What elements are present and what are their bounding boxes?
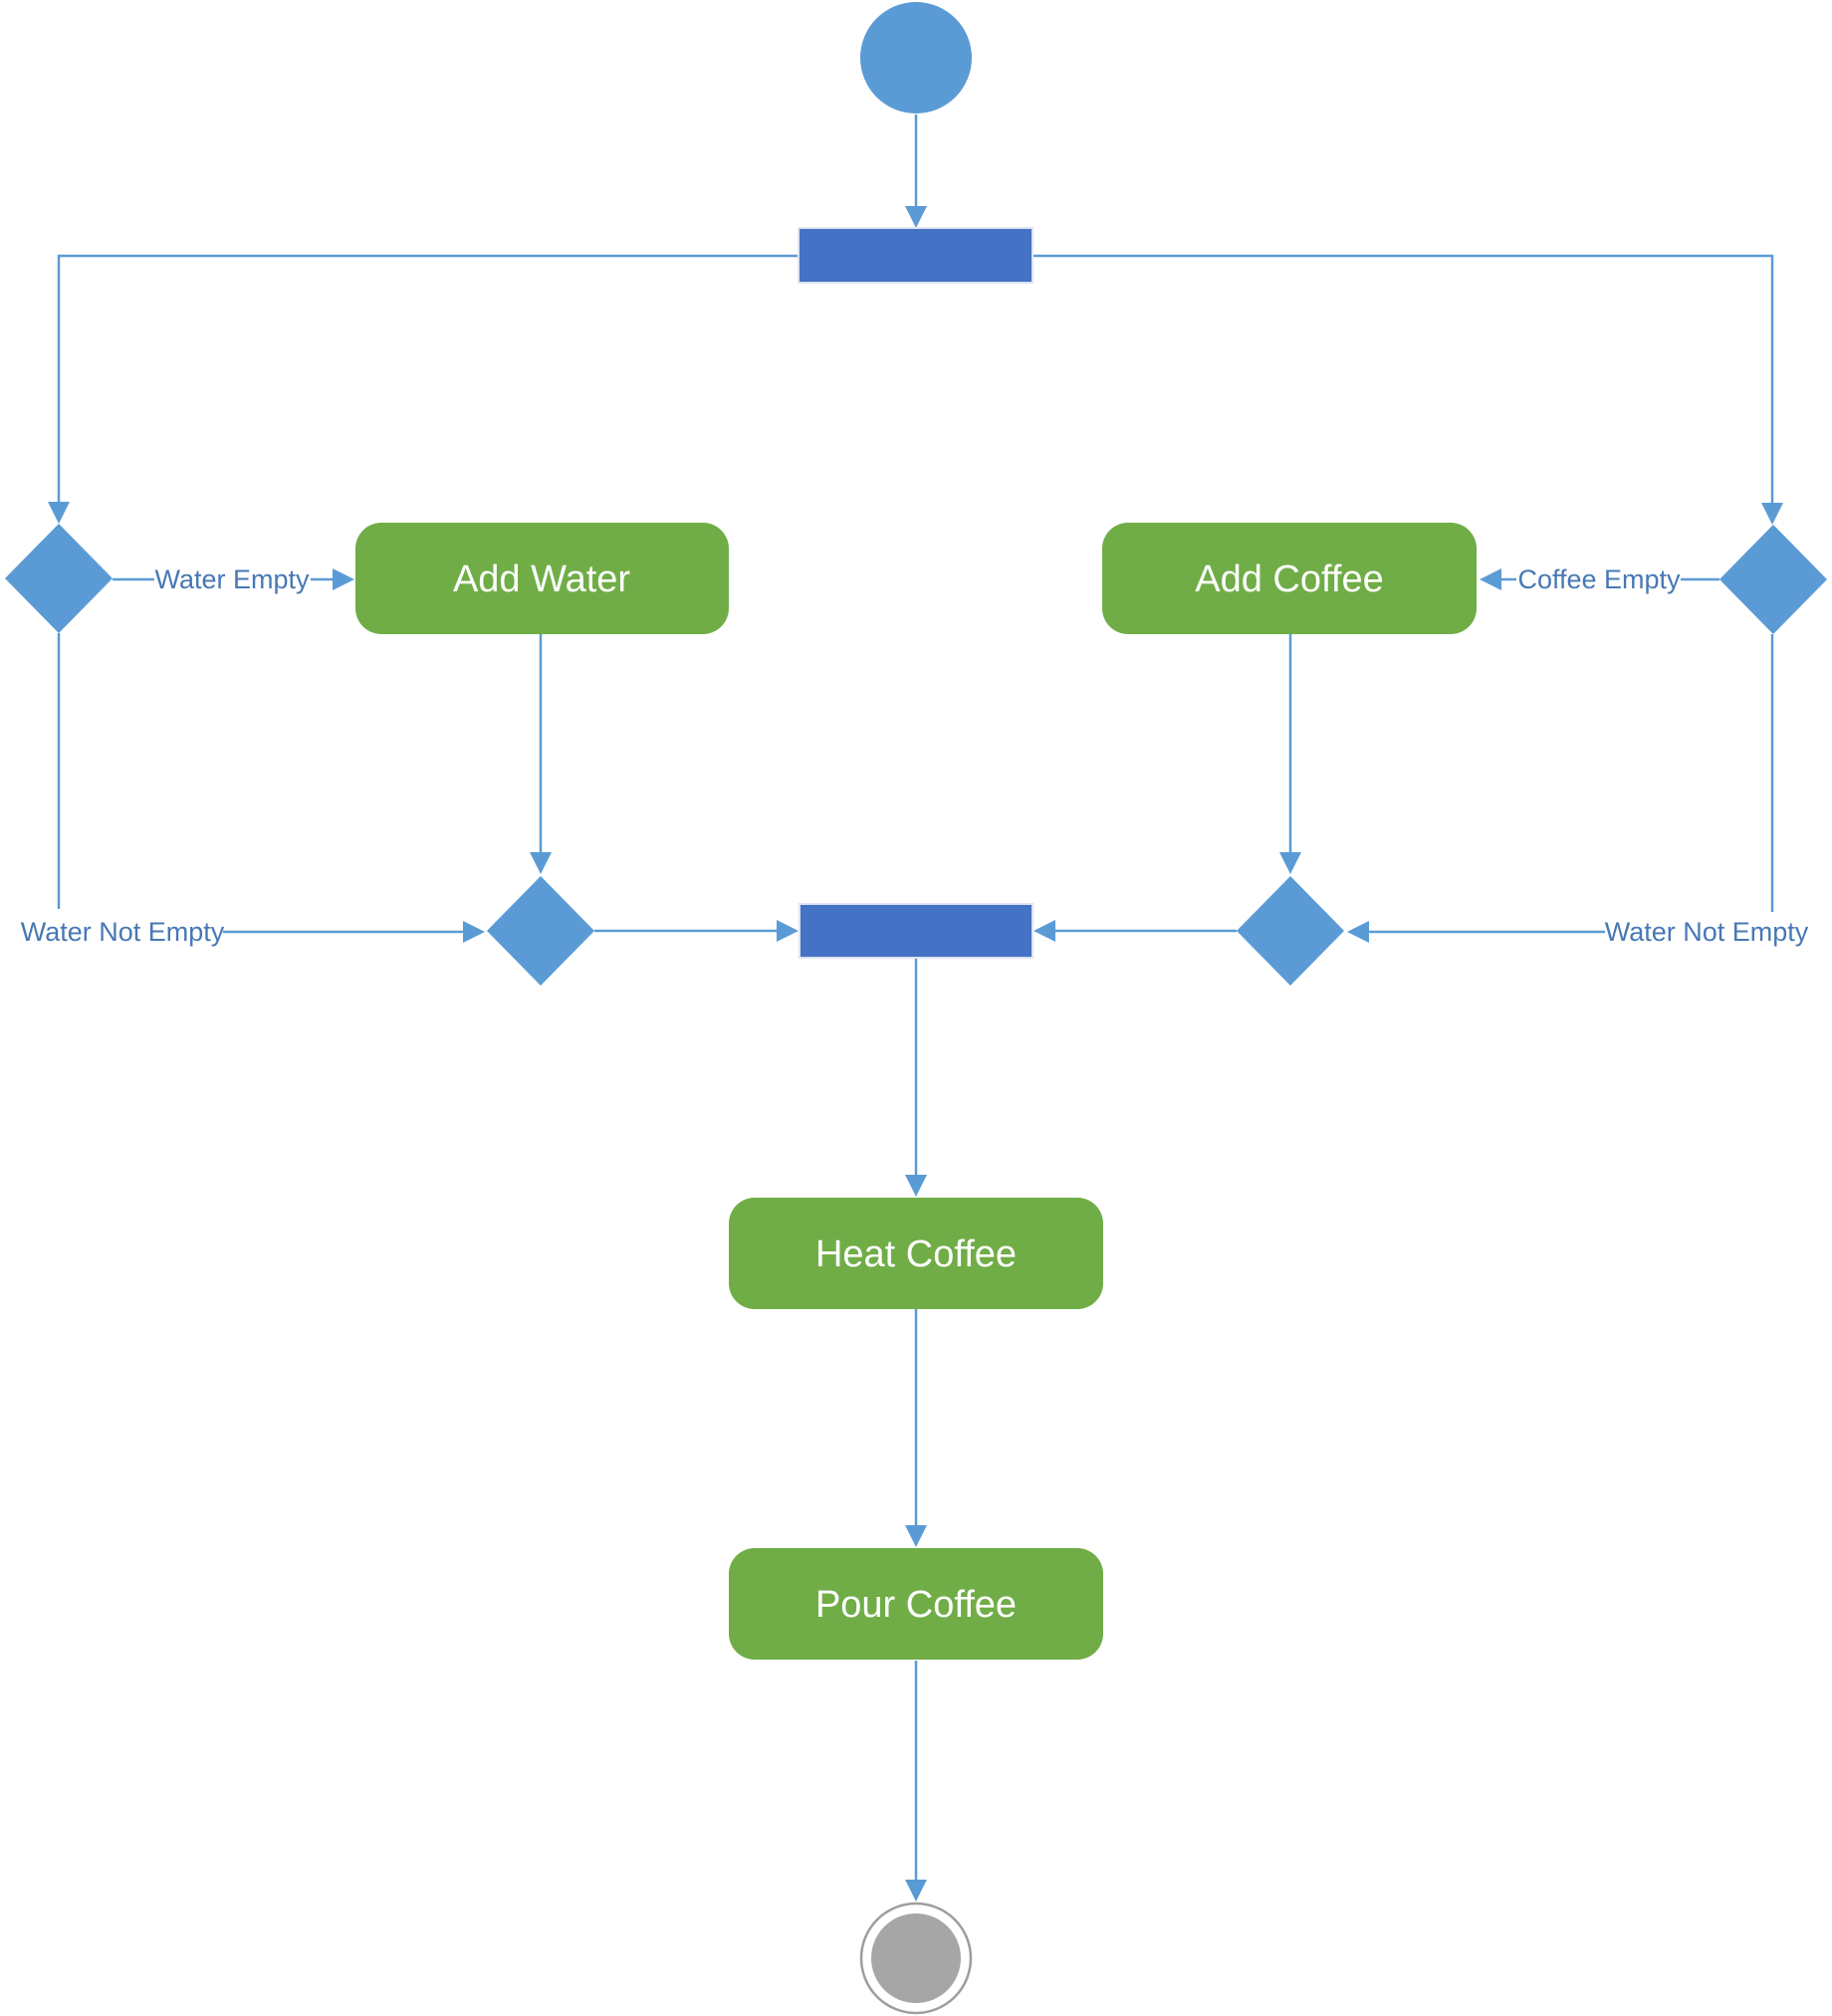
edge-join-to-heat-coffee[interactable] [905, 958, 927, 1197]
edge-water-empty[interactable]: Water Empty [113, 562, 354, 594]
start-node[interactable] [860, 2, 972, 113]
edge-fork-to-decision-water[interactable] [48, 254, 799, 524]
decision-water-empty[interactable] [5, 524, 113, 633]
edge-merge-water-to-join[interactable] [594, 920, 799, 942]
edge-label-background [154, 562, 311, 594]
fork-bar[interactable] [798, 227, 1033, 284]
arrowhead-icon [1033, 920, 1055, 942]
action-label: Heat Coffee [815, 1233, 1017, 1275]
edge-water-not-empty-left[interactable]: Water Not Empty [21, 633, 485, 947]
action-label: Pour Coffee [815, 1584, 1017, 1626]
arrowhead-icon [1761, 503, 1783, 525]
edge-label-water-not-empty-right: Water Not Empty [1605, 917, 1809, 947]
action-add-water[interactable]: Add Water [355, 523, 729, 634]
arrowhead-icon [905, 1880, 927, 1902]
arrowhead-icon [530, 852, 552, 874]
action-box [729, 1548, 1103, 1660]
merge-water[interactable] [487, 876, 594, 986]
action-label: Add Water [453, 559, 630, 600]
arrowhead-icon [905, 206, 927, 228]
edge-label-water-not-empty-left: Water Not Empty [21, 917, 225, 947]
action-box [729, 1198, 1103, 1309]
action-box [1102, 523, 1477, 634]
edge-add-coffee-to-merge[interactable] [1279, 634, 1301, 874]
arrowhead-icon [1347, 921, 1369, 943]
arrowhead-icon [1480, 568, 1501, 590]
arrowhead-icon [905, 1175, 927, 1197]
arrowhead-icon [777, 920, 799, 942]
edge-label-water-empty: Water Empty [154, 564, 310, 594]
action-box [355, 523, 729, 634]
edge-line [57, 254, 799, 502]
end-node[interactable] [859, 1902, 973, 2015]
edge-water-not-empty-right[interactable]: Water Not Empty [1347, 634, 1809, 947]
arrowhead-icon [463, 921, 485, 943]
join-bar[interactable] [799, 903, 1033, 959]
merge-coffee[interactable] [1237, 876, 1344, 986]
edge-pour-to-end[interactable] [905, 1661, 927, 1902]
edge-coffee-empty[interactable]: Coffee Empty [1480, 562, 1719, 594]
action-pour-coffee[interactable]: Pour Coffee [729, 1548, 1103, 1660]
edge-start-to-fork[interactable] [905, 114, 927, 228]
edge-label-background [1516, 562, 1681, 594]
edge-add-water-to-merge[interactable] [530, 634, 552, 874]
decision-coffee-empty[interactable] [1719, 525, 1827, 634]
edge-label-coffee-empty: Coffee Empty [1517, 564, 1681, 594]
arrowhead-icon [1279, 852, 1301, 874]
arrowhead-icon [333, 568, 354, 590]
edge-line [1032, 254, 1774, 503]
edge-heat-to-pour[interactable] [905, 1309, 927, 1547]
edge-fork-to-decision-coffee[interactable] [1032, 254, 1783, 525]
action-label: Add Coffee [1195, 559, 1383, 600]
edge-merge-coffee-to-join[interactable] [1033, 920, 1237, 942]
arrowhead-icon [48, 502, 70, 524]
end-node-core [871, 1913, 961, 2003]
action-add-coffee[interactable]: Add Coffee [1102, 523, 1477, 634]
action-heat-coffee[interactable]: Heat Coffee [729, 1198, 1103, 1309]
arrowhead-icon [905, 1525, 927, 1547]
